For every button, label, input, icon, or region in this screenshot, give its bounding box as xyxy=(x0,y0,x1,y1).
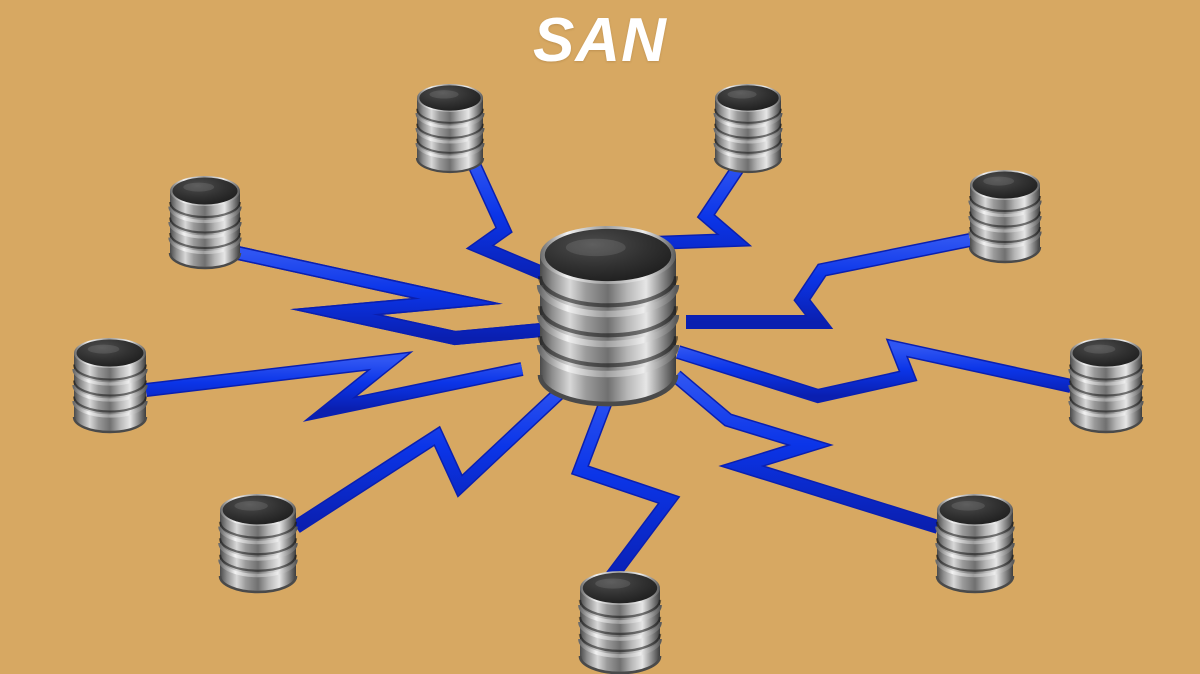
node-upper-right[interactable] xyxy=(967,167,1043,265)
database-cylinder-icon xyxy=(968,170,1042,264)
node-left[interactable] xyxy=(71,335,149,435)
database-cylinder-icon xyxy=(415,84,485,174)
page-title: SAN xyxy=(533,6,667,75)
san-storage-array[interactable] xyxy=(536,223,680,407)
node-lower-right[interactable] xyxy=(934,491,1016,595)
database-cylinder-icon xyxy=(168,176,242,270)
database-cylinder-icon xyxy=(1068,338,1144,434)
node-top-right[interactable] xyxy=(712,81,784,175)
database-cylinder-icon xyxy=(935,494,1015,594)
database-cylinder-icon xyxy=(72,338,148,434)
node-lower-left[interactable] xyxy=(217,491,299,595)
database-cylinder-icon xyxy=(578,571,662,674)
database-cylinder-icon xyxy=(536,226,680,407)
node-bottom-center[interactable] xyxy=(577,568,663,674)
database-cylinder-icon xyxy=(713,84,783,174)
node-upper-left[interactable] xyxy=(167,173,243,271)
database-cylinder-icon xyxy=(218,494,298,594)
node-top-left[interactable] xyxy=(414,81,486,175)
node-right[interactable] xyxy=(1067,335,1145,435)
